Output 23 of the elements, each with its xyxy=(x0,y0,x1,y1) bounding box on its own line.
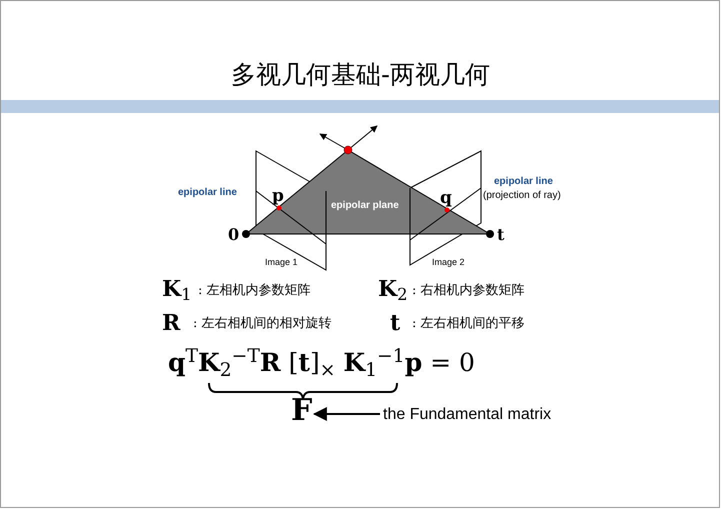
definition-text: : 左右相机间的相对旋转 xyxy=(193,316,332,332)
slide-title: 多视几何基础-两视几何 xyxy=(230,62,492,87)
annotation-label: (projection of ray) xyxy=(483,190,561,202)
image-label: Image 1 xyxy=(265,257,298,268)
annotation-label: epipolar line xyxy=(494,176,553,188)
symbol-label: K$_{1}$ xyxy=(162,276,192,304)
definition-text: : 右相机内参数矩阵 xyxy=(412,283,525,300)
symbol-label: R xyxy=(162,310,180,338)
annotation-label: the Fundamental matrix xyxy=(383,407,552,423)
annotation-label: epipolar line xyxy=(178,187,237,200)
symbol-label: K$_{2}$ xyxy=(378,276,408,304)
symbol-label: t xyxy=(390,310,400,338)
image-label: Image 2 xyxy=(432,257,465,268)
definition-text: : 左相机内参数矩阵 xyxy=(198,283,311,300)
point-label: t xyxy=(497,225,504,245)
point-label: p xyxy=(272,186,284,208)
point-label: q xyxy=(440,188,452,210)
equation: q$^{T}$K$_{2}$$^{−T}$R [t]$_{×}$ K$_{1}$$^{−1}$p = 0 xyxy=(168,347,475,378)
definition-text: : 左右相机间的平移 xyxy=(412,316,525,332)
matrix-symbol: F xyxy=(291,396,312,426)
arrow xyxy=(312,407,380,421)
plane-label: epipolar plane xyxy=(331,200,399,212)
point-label: 0 xyxy=(228,225,240,245)
